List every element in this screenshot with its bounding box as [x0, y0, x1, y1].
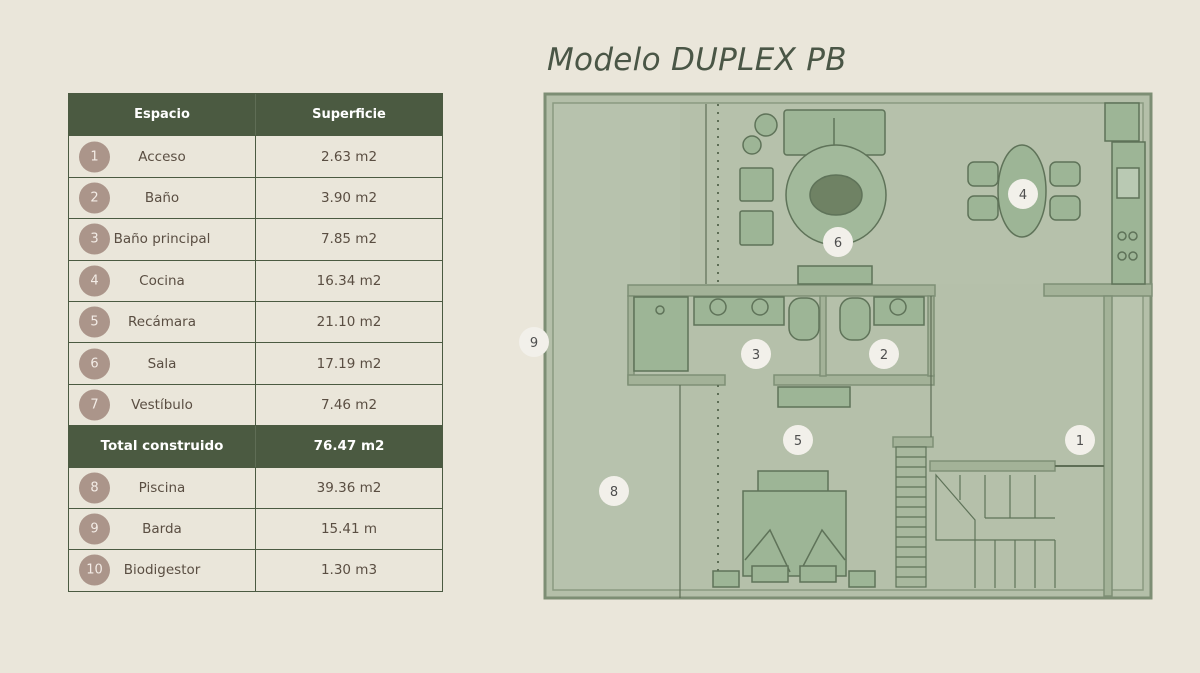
- room-area: 7.46 m2: [320, 396, 378, 413]
- table-row: 6 Sala 17.19 m2: [69, 342, 442, 384]
- room-area: 21.10 m2: [316, 314, 382, 331]
- total-row: Total construido 76.47 m2: [69, 425, 442, 467]
- row-number-badge: 7: [79, 389, 110, 421]
- extra-name: Biodigestor: [123, 562, 201, 579]
- room-name: Baño: [144, 189, 180, 206]
- badge-label: 1: [1076, 434, 1084, 449]
- row-number-badge: 10: [79, 554, 110, 586]
- row-number-badge: 1: [79, 141, 110, 173]
- room-area: 2.63 m2: [320, 148, 378, 165]
- room-name: Baño principal: [113, 231, 211, 248]
- badge-label: 9: [530, 336, 538, 351]
- extra-name: Piscina: [138, 479, 186, 496]
- sala-furniture: [739, 109, 887, 285]
- row-number-badge: 4: [79, 265, 110, 297]
- badge-label: 6: [834, 236, 842, 251]
- room-name: Recámara: [127, 314, 197, 331]
- room-area: 16.34 m2: [316, 272, 382, 289]
- stairs: [895, 446, 1056, 588]
- total-label: Total construido: [100, 438, 224, 455]
- header-espacio: Espacio: [134, 107, 190, 123]
- badge-label: 4: [1019, 188, 1027, 203]
- row-number-badge: 2: [79, 182, 110, 214]
- plan-badge-8: 8: [599, 476, 629, 506]
- table-row: 10 Biodigestor 1.30 m3: [69, 549, 442, 591]
- row-number-badge: 8: [79, 472, 110, 504]
- plan-title: Modelo DUPLEX PB: [547, 42, 847, 78]
- badge-label: 3: [752, 348, 760, 363]
- partitions: [679, 104, 1104, 598]
- room-name: Vestíbulo: [131, 396, 193, 413]
- table-row: 1 Acceso 2.63 m2: [69, 135, 442, 177]
- row-number-badge: 6: [79, 348, 110, 380]
- total-area: 76.47 m2: [313, 438, 385, 455]
- plan-badge-5: 5: [783, 425, 813, 455]
- badge-label: 5: [794, 434, 802, 449]
- badge-label: 2: [880, 348, 888, 363]
- table-row: 9 Barda 15.41 m: [69, 507, 442, 550]
- header-superficie: Superficie: [312, 107, 386, 123]
- extra-area: 15.41 m: [320, 521, 378, 538]
- table-row: 4 Cocina 16.34 m2: [69, 259, 442, 301]
- table-row: 2 Baño 3.90 m2: [69, 176, 442, 219]
- plan-badge-4: 4: [1008, 179, 1038, 209]
- table-row: 7 Vestíbulo 7.46 m2: [69, 383, 442, 426]
- table-row: 8 Piscina 39.36 m2: [69, 466, 442, 508]
- bedroom-furniture: [712, 386, 876, 588]
- room-name: Acceso: [138, 148, 186, 165]
- room-name: Cocina: [139, 272, 185, 289]
- plan-badge-6: 6: [823, 227, 853, 257]
- row-number-badge: 5: [79, 306, 110, 338]
- plan-badge-3: 3: [741, 339, 771, 369]
- plan-badge-1: 1: [1065, 425, 1095, 455]
- bathroom-fixtures: [633, 296, 925, 372]
- table-row: 5 Recámara 21.10 m2: [69, 300, 442, 343]
- plan-badge-2: 2: [869, 339, 899, 369]
- plan-badge-9: 9: [519, 327, 549, 357]
- badge-label: 8: [610, 485, 618, 500]
- room-area: 7.85 m2: [320, 231, 378, 248]
- room-area: 17.19 m2: [316, 355, 382, 372]
- row-number-badge: 3: [79, 223, 110, 255]
- extra-area: 1.30 m3: [320, 562, 378, 579]
- room-name: Sala: [147, 355, 177, 372]
- extra-area: 39.36 m2: [316, 479, 382, 496]
- row-number-badge: 9: [79, 513, 110, 545]
- table-header: Espacio Superficie: [69, 94, 442, 136]
- extra-name: Barda: [142, 521, 182, 538]
- room-area: 3.90 m2: [320, 189, 378, 206]
